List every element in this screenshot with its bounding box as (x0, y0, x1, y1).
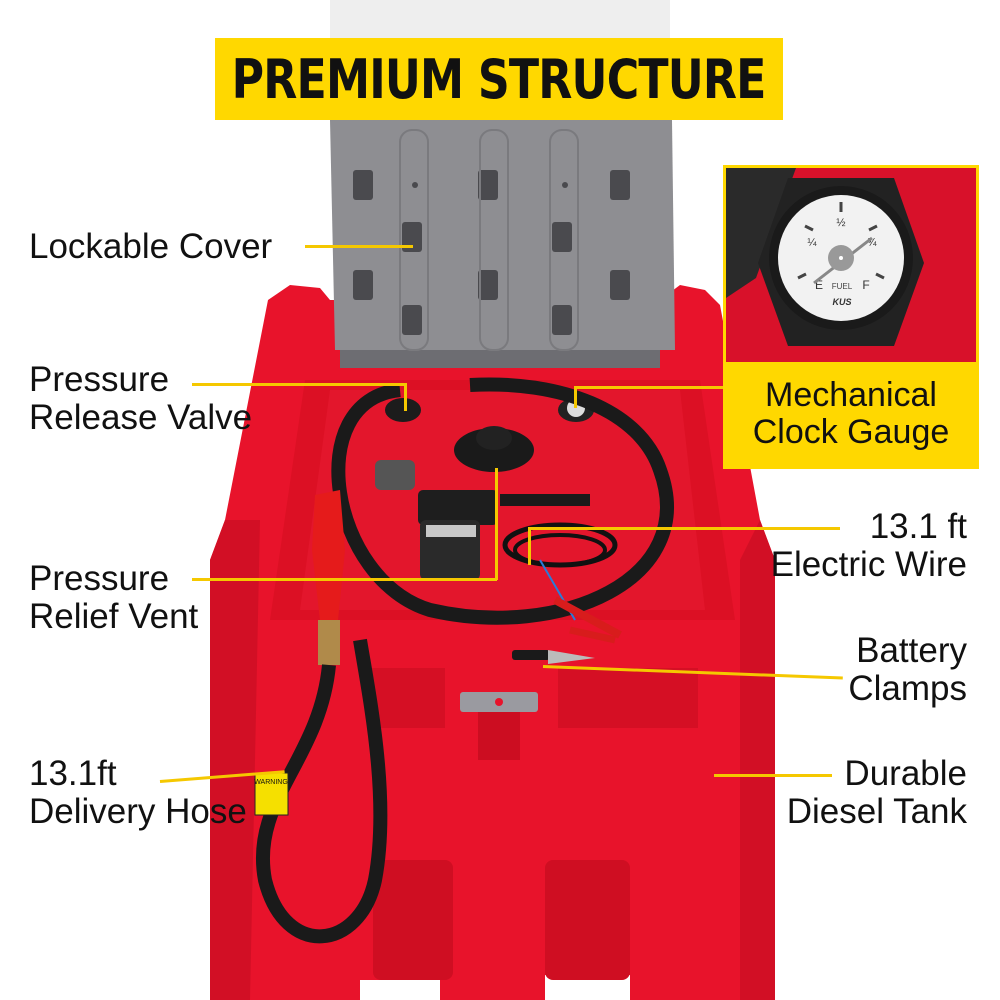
svg-text:½: ½ (836, 217, 845, 229)
fuel-gauge-icon: ½ ¼ ¾ E F FUEL KUS (726, 168, 976, 362)
svg-text:FUEL: FUEL (832, 282, 853, 291)
callout-diesel-tank: Durable Diesel Tank (786, 754, 967, 831)
callout-lockable-cover: Lockable Cover (29, 227, 273, 266)
callout-pressure-relief-vent: Pressure Relief Vent (29, 559, 199, 636)
leader-diesel-tank (714, 774, 832, 777)
clock-gauge-caption: Mechanical Clock Gauge (726, 362, 976, 466)
leader-pressure-relief-vent (192, 578, 497, 581)
leader-electric-wire-v (528, 527, 531, 565)
svg-text:¼: ¼ (807, 237, 817, 249)
callout-pressure-release-valve: Pressure Release Valve (29, 360, 253, 437)
leader-pressure-release-valve (192, 383, 406, 386)
leader-pressure-release-valve-v (404, 383, 407, 411)
warning-label-text: WARNING (254, 779, 288, 786)
svg-text:E: E (815, 278, 823, 292)
leader-lockable-cover (305, 245, 413, 248)
callout-battery-clamps: Battery Clamps (848, 631, 967, 708)
leader-clock-gauge-v (574, 386, 577, 408)
callout-delivery-hose: 13.1ft Delivery Hose (29, 754, 247, 831)
title-banner: PREMIUM STRUCTURE (215, 38, 783, 120)
page-title: PREMIUM STRUCTURE (232, 47, 767, 111)
clock-gauge-inset: ½ ¼ ¾ E F FUEL KUS Mechanical Clock Gaug… (723, 165, 979, 469)
leader-pressure-relief-vent-v (495, 468, 498, 580)
svg-text:F: F (862, 278, 869, 292)
leader-clock-gauge (574, 386, 726, 389)
svg-text:¾: ¾ (867, 237, 877, 249)
leader-electric-wire (528, 527, 840, 530)
callout-electric-wire: 13.1 ft Electric Wire (770, 507, 967, 584)
svg-text:KUS: KUS (832, 297, 851, 307)
